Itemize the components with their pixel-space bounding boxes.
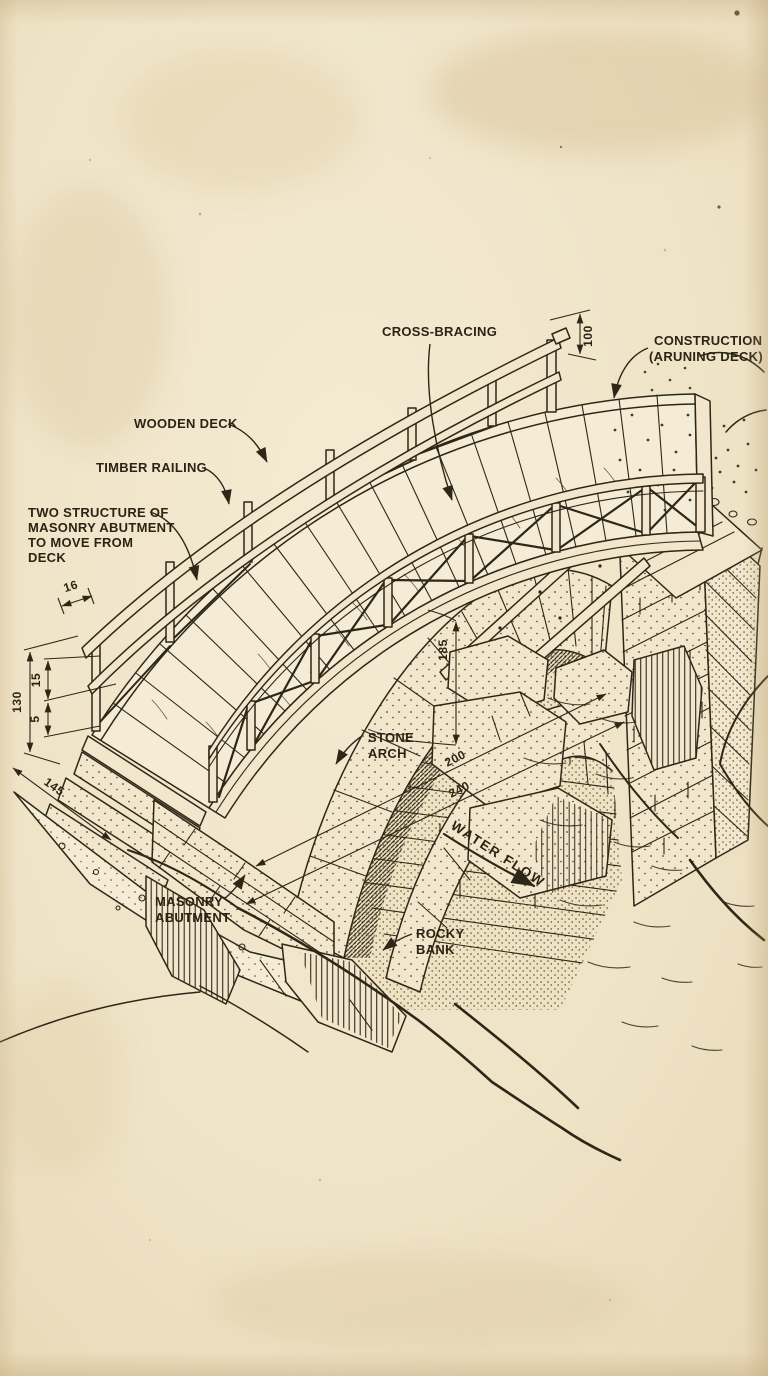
near-top-rail [208, 473, 704, 760]
callout-rocky-bank: ROCKY BANK [382, 926, 464, 957]
dimension-post-width: 16 [57, 577, 95, 615]
water-flow-arrow [442, 832, 536, 888]
dim-16: 16 [62, 577, 80, 595]
callout-construction: CONSTRUCTION (ARUNING DECK) [611, 333, 763, 399]
far-top-rail [81, 337, 562, 659]
callout-cross-bracing: CROSS-BRACING [382, 324, 497, 501]
wood-grain [151, 467, 619, 742]
stone-arch-label-line1: STONE [368, 730, 414, 745]
abutment-note-line4: DECK [28, 550, 66, 565]
timber-railing-label: TIMBER RAILING [96, 460, 207, 475]
callout-abutment-note: TWO STRUCTURE OF MASONRY ABUTMENT TO MOV… [28, 505, 200, 581]
far-mid-rail [87, 371, 562, 695]
dim-5: 5 [28, 715, 42, 722]
cross-bracing-label: CROSS-BRACING [382, 324, 497, 339]
deck-planks [112, 394, 668, 784]
rocky-bank [0, 849, 622, 1162]
rocky-bank-label-line2: BANK [416, 942, 455, 957]
stone-arch-label-line2: ARCH [368, 746, 407, 761]
pier-right-brick-courses [702, 545, 757, 837]
callout-stone-arch: STONE ARCH [335, 730, 414, 765]
wooden-deck-label: WOODEN DECK [134, 416, 238, 431]
callout-masonry-abutment: MASONRY ABUTMENT [155, 874, 246, 925]
dim-100: 100 [581, 325, 595, 347]
abutment-note-line3: TO MOVE FROM [28, 535, 133, 550]
near-truss-railing [208, 473, 706, 819]
callout-wooden-deck: WOODEN DECK [134, 416, 268, 463]
paper-stains [0, 30, 768, 1350]
dim-185: 185 [436, 639, 450, 661]
construction-label-line2: (ARUNING DECK) [649, 349, 763, 364]
rocks-right-bank [599, 645, 768, 942]
callout-timber-railing: TIMBER RAILING [96, 460, 232, 505]
construction-label-line1: CONSTRUCTION [654, 333, 762, 348]
abutment-note-line2: MASONRY ABUTMENT [28, 520, 175, 535]
deck-edge-chord [208, 531, 704, 819]
abutment-note-line1: TWO STRUCTURE OF [28, 505, 169, 520]
dim-15: 15 [29, 673, 43, 688]
cross-bracing-diagonals [217, 477, 701, 799]
dimension-railing-height: 100 [549, 309, 597, 361]
masonry-abutment-label-line1: MASONRY [155, 894, 223, 909]
masonry-abutment-label-line2: ABUTMENT [155, 910, 230, 925]
callouts: CROSS-BRACING CONSTRUCTION (ARUNING DECK… [28, 324, 763, 957]
far-railing [81, 327, 571, 732]
rocky-bank-label-line1: ROCKY [416, 926, 464, 941]
